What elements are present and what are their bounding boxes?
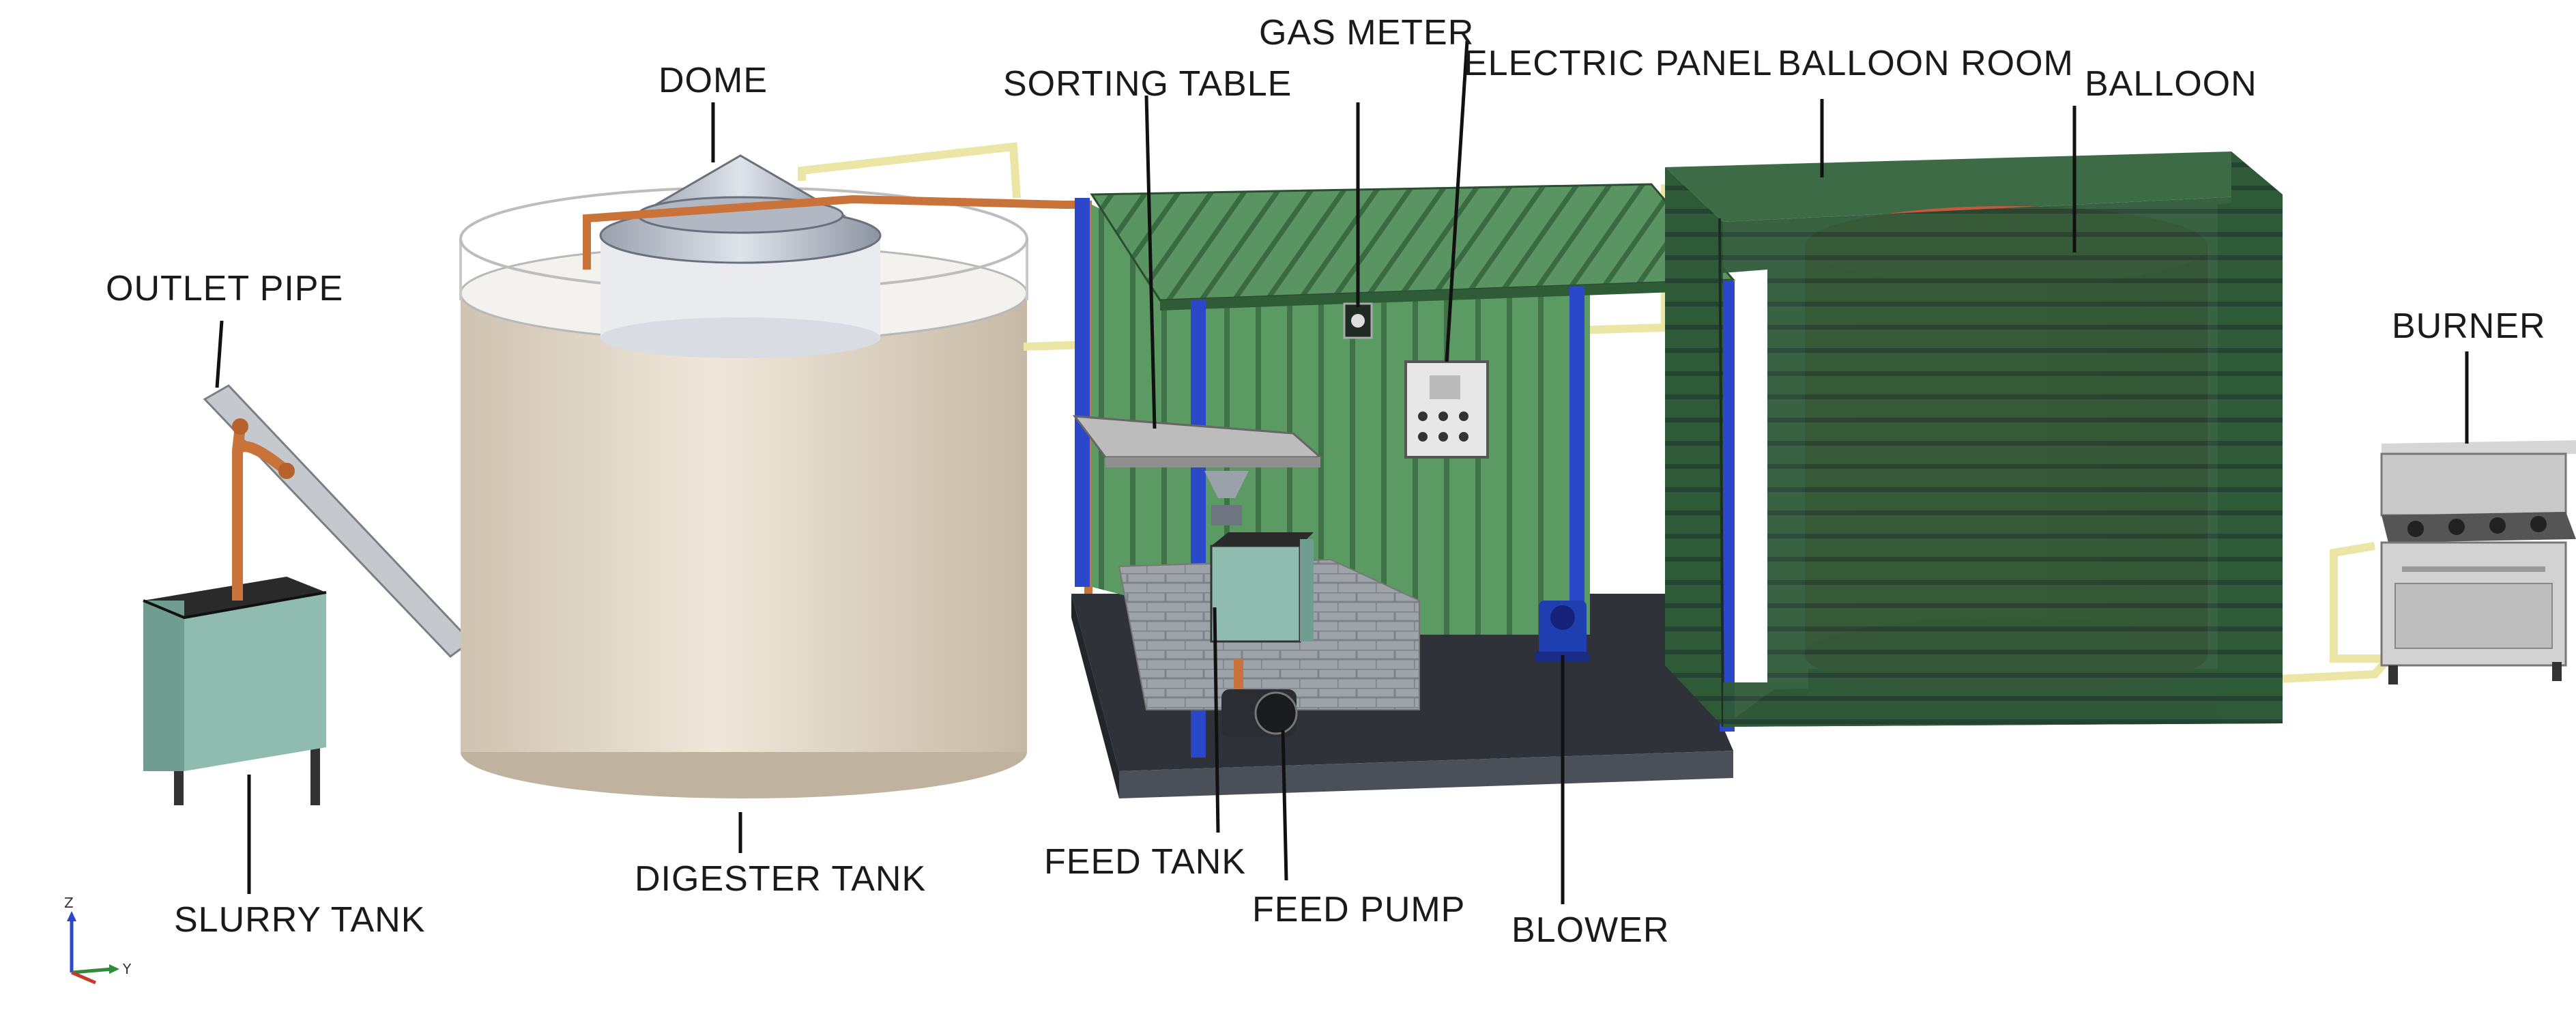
dome [599,154,882,358]
shed-structure [1075,183,1736,758]
feed-pump [1221,659,1298,737]
burner [2380,440,2576,684]
leader-feed-tank [1213,607,1220,833]
electric-panel [1404,360,1489,459]
axis-label-z: Z [64,895,74,911]
leader-electric-panel [1445,40,1469,362]
label-balloon: BALLOON [2085,64,2257,104]
label-outlet-pipe: OUTLET PIPE [106,269,343,308]
sorting-table [1072,415,1323,525]
axis-triad: Z Y [64,895,132,985]
label-feed-pump: FEED PUMP [1252,890,1465,929]
axis-label-y: Y [122,961,132,977]
label-feed-tank: FEED TANK [1044,842,1246,882]
leader-lines [215,40,2469,904]
label-burner: BURNER [2392,306,2546,346]
blower [1535,601,1590,662]
leader-sorting-table [1144,95,1157,429]
label-electric-panel: ELECTRIC PANEL [1464,44,1772,83]
feed-tank [1210,532,1314,643]
label-digester-tank: DIGESTER TANK [635,859,926,899]
label-gas-meter: GAS METER [1259,13,1474,53]
leader-outlet-pipe [215,320,224,388]
leader-feed-pump [1281,730,1288,881]
label-balloon-room: BALLOON ROOM [1778,44,2074,83]
label-dome: DOME [659,61,768,100]
callout-labels: DOME OUTLET PIPE SLURRY TANK DIGESTER TA… [106,13,2546,950]
balloon-room-front [1723,194,2283,727]
label-slurry-tank: SLURRY TANK [174,900,425,940]
label-blower: BLOWER [1511,910,1669,950]
gas-meter [1343,302,1373,339]
slurry-tank [143,577,327,805]
label-sorting-table: SORTING TABLE [1003,64,1292,104]
outlet-pipe [203,384,473,658]
